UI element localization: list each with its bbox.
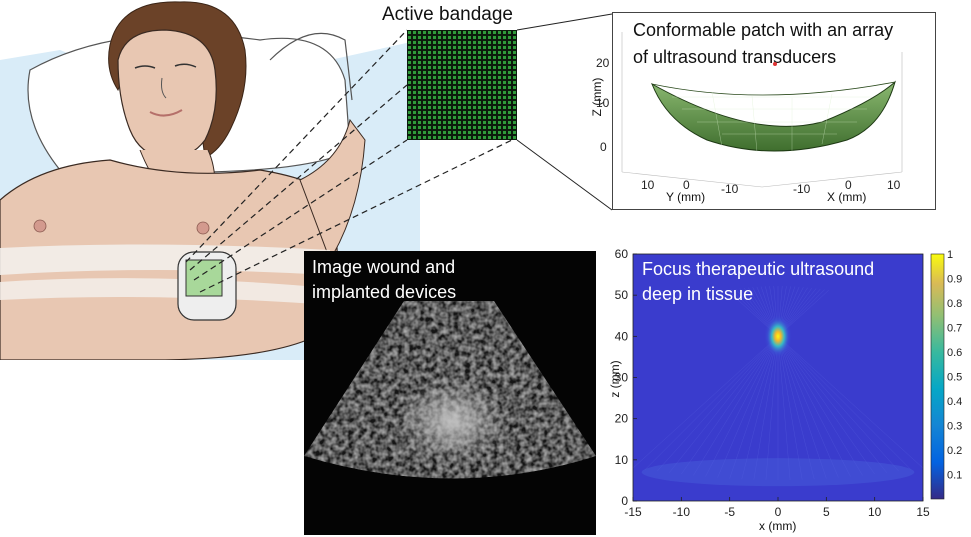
colorbar-tick-label: 0.8 [947,298,962,310]
colorbar-tick-label: 0.2 [947,445,962,457]
y-tick-label: 10 [615,453,629,467]
patch-y-axis-label: Y (mm) [666,190,706,204]
patch-title-line1: Conformable patch with an array [633,20,894,40]
beam-line [644,289,825,470]
beam-line [705,287,804,477]
y-tick-label: 0 [621,494,628,508]
colorbar-tick-label: 0.9 [947,274,962,286]
active-bandage-label: Active bandage [382,4,513,25]
focus-title-line2: deep in tissue [642,284,754,304]
beam-line [669,288,817,473]
beam-line [727,290,923,469]
beam-line [743,287,875,475]
patch-z-tick: 0 [600,140,607,154]
focus-spot [764,314,792,359]
patch-y-tick: 10 [641,178,655,192]
x-tick-label: -5 [724,505,735,519]
heatmap-y-axis-label: z (mm) [608,360,622,398]
colorbar-tick-label: 1 [947,249,953,261]
beam-line [633,290,829,469]
patch-x-tick: 0 [845,178,852,192]
image-wound-line2: implanted devices [312,282,457,302]
ultrasound-scan [304,301,596,479]
x-tick-label: -15 [624,505,642,519]
patch-y-tick: -10 [721,182,739,196]
patch-x-axis-label: X (mm) [827,190,867,204]
x-tick-label: -10 [673,505,691,519]
x-tick-label: 5 [823,505,830,519]
ultrasound-image-panel [304,251,596,535]
patch-title-line2: of ultrasound transducers [633,47,837,67]
x-tick-label: 15 [916,505,930,519]
beam-line [731,289,912,470]
colorbar-tick-label: 0.7 [947,323,962,335]
beam-line [693,287,808,476]
transducer-array [407,30,517,140]
y-tick-label: 60 [615,247,629,261]
colorbar-tick-label: 0.5 [947,372,962,384]
beam-line [752,287,851,477]
x-tick-label: 10 [868,505,882,519]
y-tick-label: 30 [615,371,629,385]
beam-line [681,287,813,475]
patch-z-tick: 20 [596,56,610,70]
y-tick-label: 20 [615,412,629,426]
y-tick-label: 40 [615,329,629,343]
heatmap-x-axis-label: x (mm) [759,519,797,533]
patch-x-tick: 10 [887,178,901,192]
beam-line [656,288,821,472]
patch-z-tick: 10 [596,96,610,110]
colorbar-tick-label: 0.1 [947,470,962,482]
colorbar-tick-label: 0.3 [947,421,962,433]
colorbar-tick-label: 0.6 [947,347,962,359]
image-wound-line1: Image wound and [312,257,456,277]
patch-y-tick: 0 [683,178,690,192]
colorbar-tick-label: 0.4 [947,396,962,408]
focus-title-line1: Focus therapeutic ultrasound [642,259,875,279]
beam-line [739,288,887,473]
y-tick-label: 50 [615,288,629,302]
transducer-near-field [641,458,915,487]
heatmap-background [633,254,923,501]
beam-line [748,287,863,476]
patch-3d-surface [621,32,903,188]
colorbar [930,253,945,500]
x-tick-label: 0 [775,505,782,519]
patch-x-tick: -10 [793,182,811,196]
beam-line [735,288,900,472]
patient-illustration [0,1,420,360]
